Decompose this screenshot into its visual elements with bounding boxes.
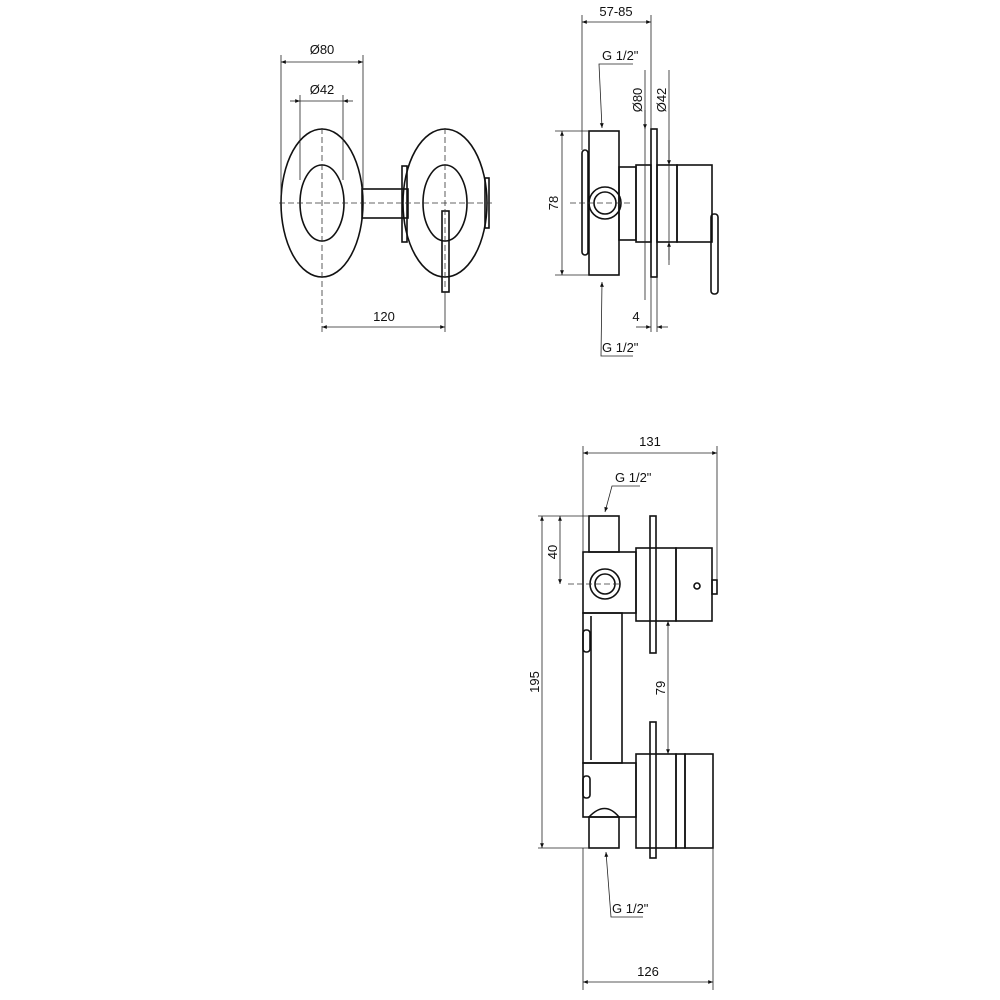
dim-total-depth: 131 [639,434,661,449]
top-inlet-pipe [588,515,620,553]
handle-cap [676,164,713,243]
side-view: 57-85 G 1/2" G 1/2" 78 Ø80 Ø42 4 [546,4,719,357]
connecting-tube [582,612,623,764]
lower-cover-plate [649,721,657,859]
lever-handle [441,210,450,293]
dim-handle-diameter: Ø42 [654,88,669,113]
thread-bottom-label: G 1/2" [602,340,639,355]
upper-cover-plate [649,515,657,654]
connecting-pipe [361,188,409,219]
thread-top-label: G 1/2" [602,48,639,63]
dim-port-offset: 40 [545,545,560,559]
lever [710,213,719,295]
dim-plate-thickness: 4 [632,309,639,324]
upper-body [582,551,637,614]
front-view: Ø80 Ø42 120 [279,42,492,335]
dim-plate-diameter: Ø80 [630,88,645,113]
bottom-view-thread-top: G 1/2" [615,470,652,485]
section-view: 131 G 1/2" G 1/2" 195 40 79 126 [527,434,718,990]
dim-handle-spacing: 79 [653,681,668,695]
cover-plate [650,128,658,278]
mounting-bracket [581,149,589,256]
dim-total-height: 195 [527,671,542,693]
dim-center-distance: 120 [373,309,395,324]
housing [635,164,652,243]
dim-body-depth: 126 [637,964,659,979]
dim-inner-diameter: Ø42 [310,82,335,97]
bottom-inlet-pipe [588,816,620,849]
dim-wall-depth: 57-85 [599,4,632,19]
body-edge [401,165,408,243]
dim-outer-diameter: Ø80 [310,42,335,57]
dim-height: 78 [546,196,561,210]
bottom-view-thread-bottom: G 1/2" [612,901,649,916]
lower-cap [684,753,714,849]
